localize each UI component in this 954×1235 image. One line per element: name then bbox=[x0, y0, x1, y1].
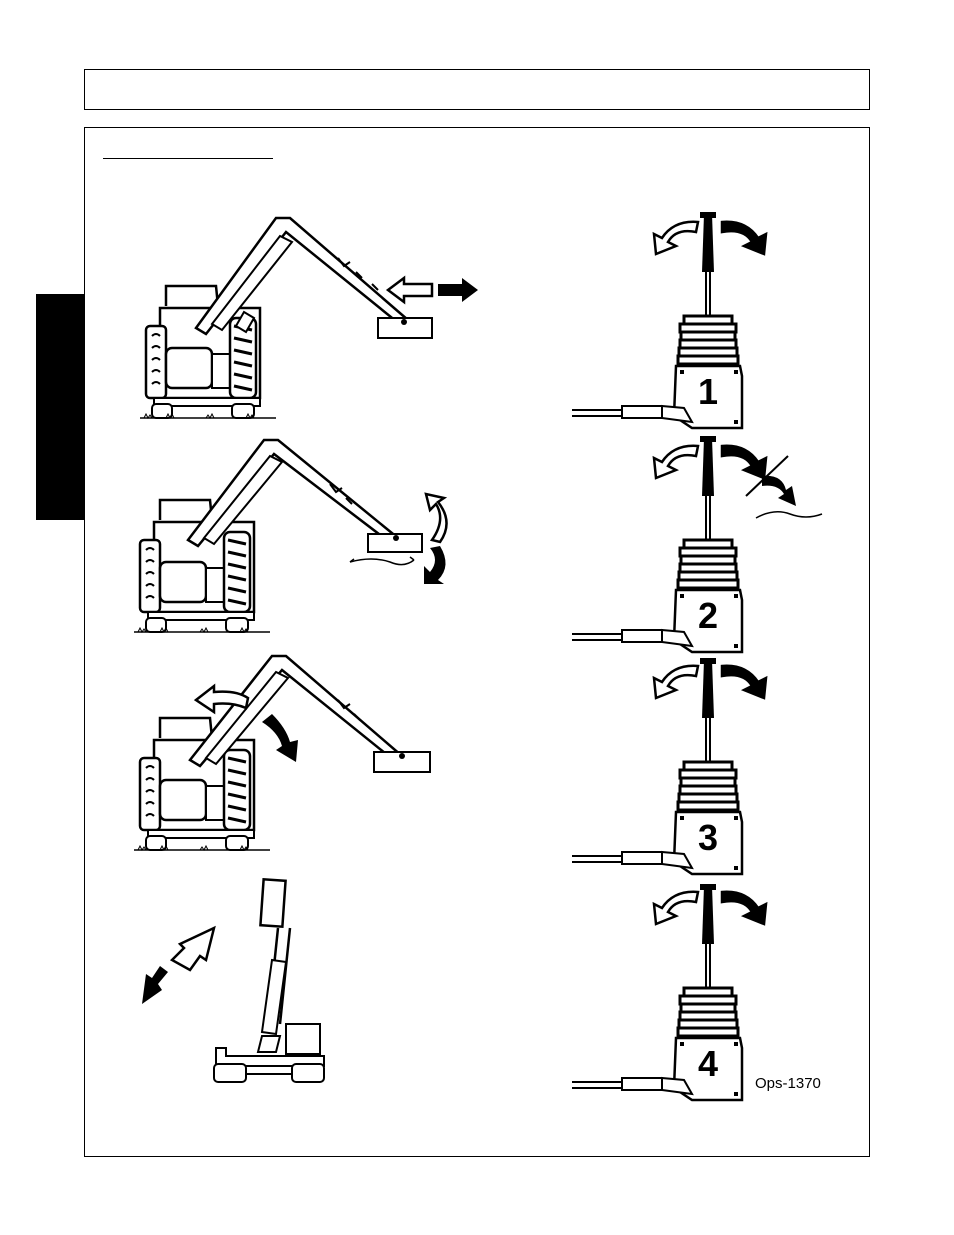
joystick-diagram-4: 4 bbox=[572, 884, 766, 1100]
step-number-4: 4 bbox=[698, 1043, 718, 1084]
step-number-1: 1 bbox=[698, 371, 718, 412]
tractor-diagram-4 bbox=[142, 879, 324, 1082]
joystick-diagram-3: 3 bbox=[572, 658, 766, 874]
step-number-2: 2 bbox=[698, 595, 718, 636]
tractor-diagram-3 bbox=[134, 656, 430, 850]
figure-code-label: Ops-1370 bbox=[755, 1075, 821, 1092]
step-number-3: 3 bbox=[698, 817, 718, 858]
tractor-diagram-1 bbox=[140, 218, 478, 418]
joystick-diagram-1: 1 bbox=[572, 212, 766, 428]
tractor-diagram-2 bbox=[134, 440, 447, 632]
joystick-diagram-2: 2 bbox=[572, 436, 822, 652]
